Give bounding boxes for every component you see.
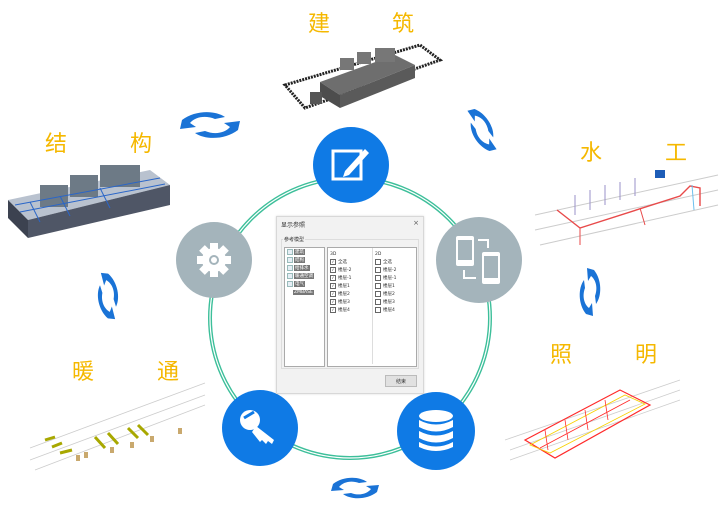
- tree-item[interactable]: 结构: [287, 256, 324, 264]
- tree-item[interactable]: 建筑: [287, 248, 324, 256]
- expand-icon[interactable]: [287, 257, 293, 263]
- label-hvac-2: 通: [157, 360, 180, 385]
- expand-icon[interactable]: [287, 281, 293, 287]
- group-label: 参考模型: [283, 236, 306, 243]
- checkbox[interactable]: ✓: [330, 299, 336, 305]
- list-item[interactable]: 楼层-1: [373, 274, 416, 282]
- checkbox[interactable]: [375, 299, 381, 305]
- list-item[interactable]: 全选: [373, 258, 416, 266]
- label-plumbing-2: 工: [665, 141, 688, 166]
- label-structure-1: 结: [45, 132, 68, 157]
- label-structure-2: 构: [130, 132, 153, 157]
- column-2d: 2D 全选 楼层-2 楼层-1 楼层1 楼层2 楼层3 楼层4: [372, 248, 416, 364]
- structure-model: [8, 165, 170, 238]
- tree-item[interactable]: 电气: [287, 280, 324, 288]
- list-item[interactable]: 楼层2: [373, 290, 416, 298]
- hub-key[interactable]: [222, 390, 298, 466]
- cycle-arrows: [97, 108, 601, 499]
- list-item[interactable]: ✓楼层1: [330, 283, 350, 289]
- list-item[interactable]: ✓楼层2: [330, 291, 350, 297]
- tree-item[interactable]: 暖通空调: [287, 272, 324, 280]
- checkbox[interactable]: ✓: [330, 283, 336, 289]
- list-item[interactable]: ✓楼层-2: [330, 267, 352, 273]
- architecture-model: [282, 43, 444, 110]
- checkbox[interactable]: [375, 275, 381, 281]
- checkbox[interactable]: ✓: [330, 275, 336, 281]
- sync-arrows-icon: [180, 112, 240, 138]
- gear-icon: [197, 243, 231, 277]
- label-hvac-1: 暖: [72, 360, 95, 385]
- model-tree[interactable]: 建筑 结构 给排水 暖通空调 电气 ZMBASE: [284, 247, 325, 367]
- checkbox[interactable]: [375, 259, 381, 265]
- devices-sync-icon: [456, 236, 500, 284]
- hub-edit[interactable]: [313, 127, 389, 203]
- sync-arrows-icon: [467, 108, 497, 152]
- edit-icon: [331, 149, 369, 181]
- checkbox[interactable]: ✓: [330, 291, 336, 297]
- checkbox[interactable]: [375, 267, 381, 273]
- tree-item[interactable]: 给排水: [287, 264, 324, 272]
- tree-item[interactable]: ZMBASE: [293, 289, 314, 295]
- column-header: 2D: [375, 251, 382, 257]
- hub-database[interactable]: [397, 392, 475, 470]
- sync-arrows-icon: [97, 272, 119, 320]
- end-button[interactable]: 结束: [385, 375, 417, 387]
- checkbox[interactable]: ✓: [330, 259, 336, 265]
- column-3d: 3D ✓全选 ✓楼层-2 ✓楼层-1 ✓楼层1 ✓楼层2 ✓楼层3 ✓楼层4: [330, 250, 373, 314]
- label-lighting-2: 明: [635, 343, 658, 368]
- close-icon[interactable]: ×: [413, 219, 419, 227]
- expand-icon[interactable]: [287, 249, 293, 255]
- list-item[interactable]: ✓全选: [330, 259, 347, 265]
- checkbox[interactable]: ✓: [330, 307, 336, 313]
- list-item[interactable]: 楼层4: [373, 306, 416, 314]
- plumbing-model: [534, 170, 719, 246]
- column-header: 3D: [330, 251, 337, 257]
- label-architecture-1: 建: [308, 12, 331, 37]
- checkbox[interactable]: [375, 291, 381, 297]
- list-item[interactable]: 楼层3: [373, 298, 416, 306]
- list-item[interactable]: 楼层1: [373, 282, 416, 290]
- dialog-title: 显示参照: [281, 222, 306, 229]
- label-plumbing-1: 水: [580, 141, 603, 166]
- expand-icon[interactable]: [287, 273, 293, 279]
- label-lighting-1: 照: [550, 343, 573, 368]
- key-icon: [240, 410, 274, 444]
- checkbox[interactable]: ✓: [330, 267, 336, 273]
- list-item[interactable]: 楼层-2: [373, 266, 416, 274]
- floor-list: 3D ✓全选 ✓楼层-2 ✓楼层-1 ✓楼层1 ✓楼层2 ✓楼层3 ✓楼层4 2…: [327, 247, 417, 367]
- checkbox[interactable]: [375, 307, 381, 313]
- lighting-model: [504, 379, 681, 461]
- hub-device-sync[interactable]: [436, 217, 522, 303]
- hub-settings[interactable]: [176, 222, 252, 298]
- expand-icon[interactable]: [287, 265, 293, 271]
- hvac-model: [29, 382, 206, 471]
- sync-arrows-icon: [579, 268, 601, 316]
- list-item[interactable]: ✓楼层-1: [330, 275, 352, 281]
- sync-arrows-icon: [331, 477, 379, 499]
- label-architecture-2: 筑: [392, 12, 415, 37]
- checkbox[interactable]: [375, 283, 381, 289]
- reference-model-group: [281, 239, 419, 369]
- display-reference-dialog: 显示参照 × 参考模型 建筑 结构 给排水 暖通空调 电气 ZMBASE 3D …: [276, 216, 424, 394]
- database-icon: [419, 410, 453, 451]
- list-item[interactable]: ✓楼层4: [330, 307, 350, 313]
- list-item[interactable]: ✓楼层3: [330, 299, 350, 305]
